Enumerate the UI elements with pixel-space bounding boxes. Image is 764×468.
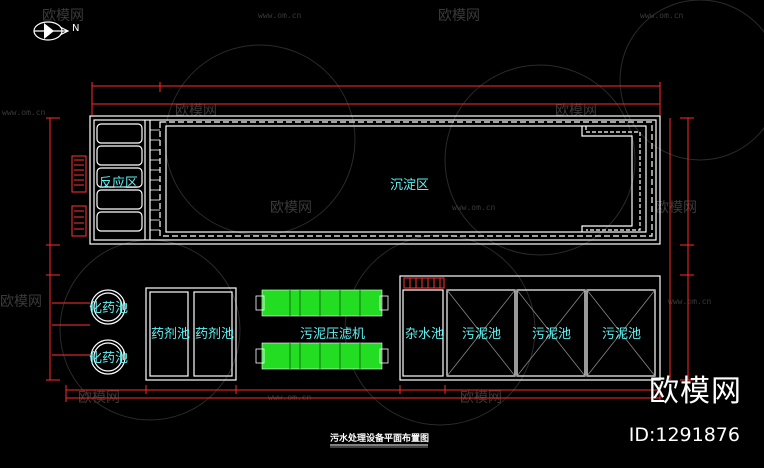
- label-sludge-tank-1: 污泥池: [462, 327, 501, 342]
- label-chemical-tank-1: 药剂池: [151, 327, 190, 342]
- north-label: N: [72, 23, 80, 34]
- watermark-text: 欧模网: [438, 8, 480, 24]
- filter-press-equipment: [255, 289, 389, 370]
- watermark-url: www.om.cn: [640, 11, 684, 20]
- watermark-text: 欧模网: [655, 200, 697, 216]
- label-reaction-zone: 反应区: [99, 175, 138, 191]
- watermark-url: www.om.cn: [258, 11, 302, 20]
- watermark-text: 欧模网: [555, 103, 597, 119]
- brand-id: ID:1291876: [628, 424, 740, 446]
- watermark-url: www.om.cn: [668, 297, 712, 306]
- drawing-title: 污水处理设备平面布置图: [330, 432, 429, 444]
- label-sludge-tank-3: 污泥池: [602, 327, 641, 342]
- watermark-text: 欧模网: [270, 200, 312, 216]
- brand-logo: 欧模网: [649, 374, 742, 409]
- watermark-text: 欧模网: [175, 103, 217, 119]
- label-filter-press: 污泥压滤机: [300, 327, 365, 342]
- watermark-url: www.om.cn: [2, 108, 46, 117]
- lower-tank-block: [52, 275, 661, 381]
- inlet-pipes: [71, 155, 87, 237]
- north-arrow-icon: [33, 21, 70, 41]
- label-misc-tank: 杂水池: [405, 327, 444, 342]
- watermark-url: www.om.cn: [452, 203, 496, 212]
- label-dosing-tank-1: 化药池: [89, 301, 128, 316]
- label-chemical-tank-2: 药剂池: [195, 327, 234, 342]
- watermark-text: 欧模网: [0, 294, 42, 310]
- watermark-text: 欧模网: [42, 8, 84, 24]
- label-dosing-tank-2: 化药池: [89, 351, 128, 366]
- label-sludge-tank-2: 污泥池: [532, 327, 571, 342]
- watermark-layer: 欧模网 www.om.cn 欧模网 www.om.cn www.om.cn 欧模…: [0, 0, 764, 426]
- label-sedimentation-zone: 沉淀区: [390, 178, 429, 193]
- dimension-lines: [46, 82, 694, 402]
- misc-tank-ladder: [403, 277, 445, 289]
- upper-tank-block: [89, 115, 661, 245]
